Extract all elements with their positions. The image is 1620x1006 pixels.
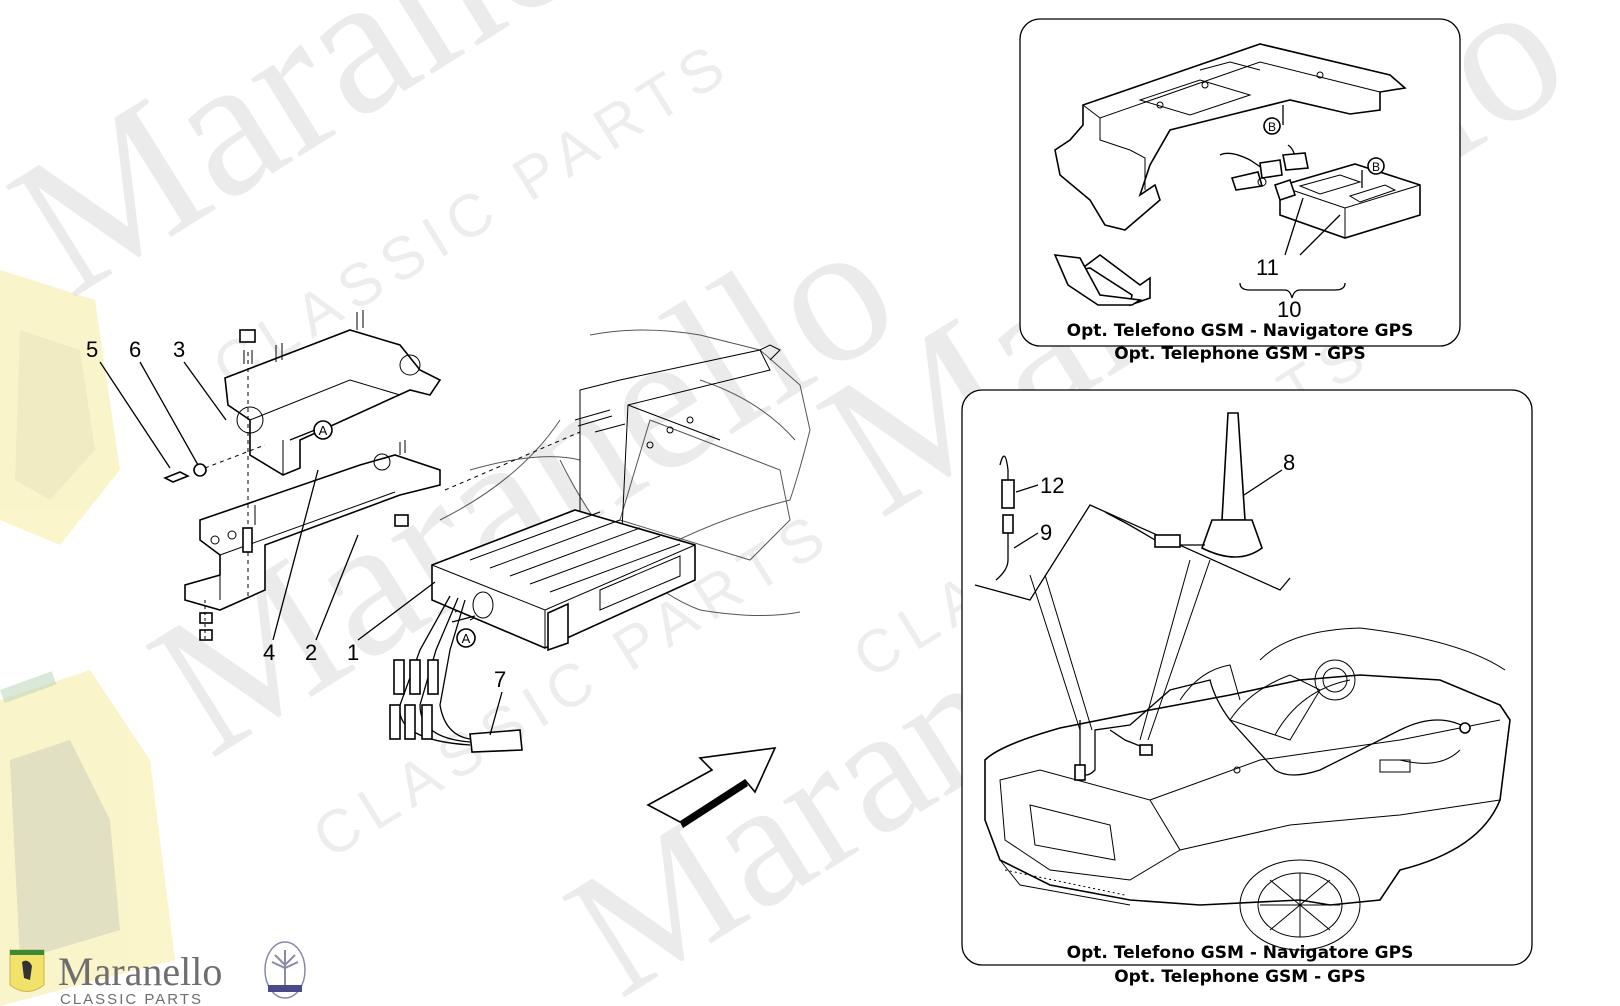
gps-antenna — [1104, 412, 1263, 558]
ferrari-badge-faded-bottom — [0, 670, 175, 1006]
navigation-unit — [431, 509, 696, 652]
leader-lines-to-car — [1029, 559, 1211, 741]
connector-marker-b-2: B — [1361, 157, 1385, 188]
dashboard-bracket — [1054, 43, 1407, 231]
inset-top-caption-line2: Opt. Telephone GSM - GPS — [1114, 344, 1366, 364]
inset-bottom-callouts: 12 9 8 — [1013, 450, 1295, 549]
antenna-cable-route — [1074, 679, 1471, 781]
bracket-upper — [224, 310, 442, 476]
convertible-car — [984, 627, 1511, 951]
inset-top-caption-line1: Opt. Telefono GSM - Navigatore GPS — [1067, 321, 1414, 341]
callout-8: 8 — [1283, 450, 1295, 475]
inset-top-arrow — [1053, 254, 1151, 307]
logo-name: Maranello — [58, 949, 222, 994]
detail-panel-divider — [974, 504, 1291, 601]
antenna-cables — [389, 595, 523, 753]
connector-marker-b-1: B — [1263, 105, 1284, 135]
ferrari-badge-faded-top — [0, 270, 120, 545]
main-callouts: 5 6 3 4 2 1 7 — [86, 337, 506, 736]
svg-text:B: B — [1268, 120, 1276, 134]
mounting-studs — [574, 409, 626, 433]
navigation-module — [1273, 163, 1421, 239]
callout-11: 11 — [1256, 255, 1279, 280]
maranello-logo: Maranello CLASSIC PARTS — [9, 941, 306, 1006]
ferrari-shield-icon — [9, 949, 45, 992]
callout-9: 9 — [1040, 520, 1052, 545]
inset-bottom-caption-line1: Opt. Telefono GSM - Navigatore GPS — [1067, 943, 1414, 963]
cable-connector-12-9 — [995, 455, 1015, 581]
inset-top-callouts: 11 10 — [1239, 197, 1346, 322]
main-diagram: A A 5 6 3 4 2 1 7 — [86, 310, 811, 828]
callout-4: 4 — [263, 640, 275, 665]
maserati-trident-icon — [264, 941, 306, 999]
svg-text:A: A — [319, 423, 328, 438]
connector-marker-a-1: A — [289, 420, 333, 441]
direction-arrow — [646, 747, 777, 828]
logo-subtitle: CLASSIC PARTS — [60, 991, 203, 1006]
callout-6: 6 — [129, 337, 141, 362]
car-body-outline — [439, 329, 811, 617]
inset-bottom: 12 9 8 Opt. Telefono GSM - Navigatore GP… — [961, 389, 1533, 987]
callout-1: 1 — [347, 640, 359, 665]
callout-5: 5 — [86, 337, 98, 362]
svg-text:A: A — [462, 631, 471, 646]
module-connectors — [1219, 144, 1309, 191]
callout-7: 7 — [494, 667, 506, 692]
inset-top: B B 11 10 Opt. Telefono GSM - Navigatore… — [1019, 18, 1461, 364]
callout-2: 2 — [305, 640, 317, 665]
callout-12: 12 — [1040, 473, 1064, 498]
connector-marker-a-2: A — [451, 615, 476, 648]
inset-bottom-caption-line2: Opt. Telephone GSM - GPS — [1114, 967, 1366, 987]
callout-10: 10 — [1277, 297, 1301, 322]
callout-3: 3 — [173, 337, 185, 362]
svg-text:B: B — [1372, 160, 1380, 174]
